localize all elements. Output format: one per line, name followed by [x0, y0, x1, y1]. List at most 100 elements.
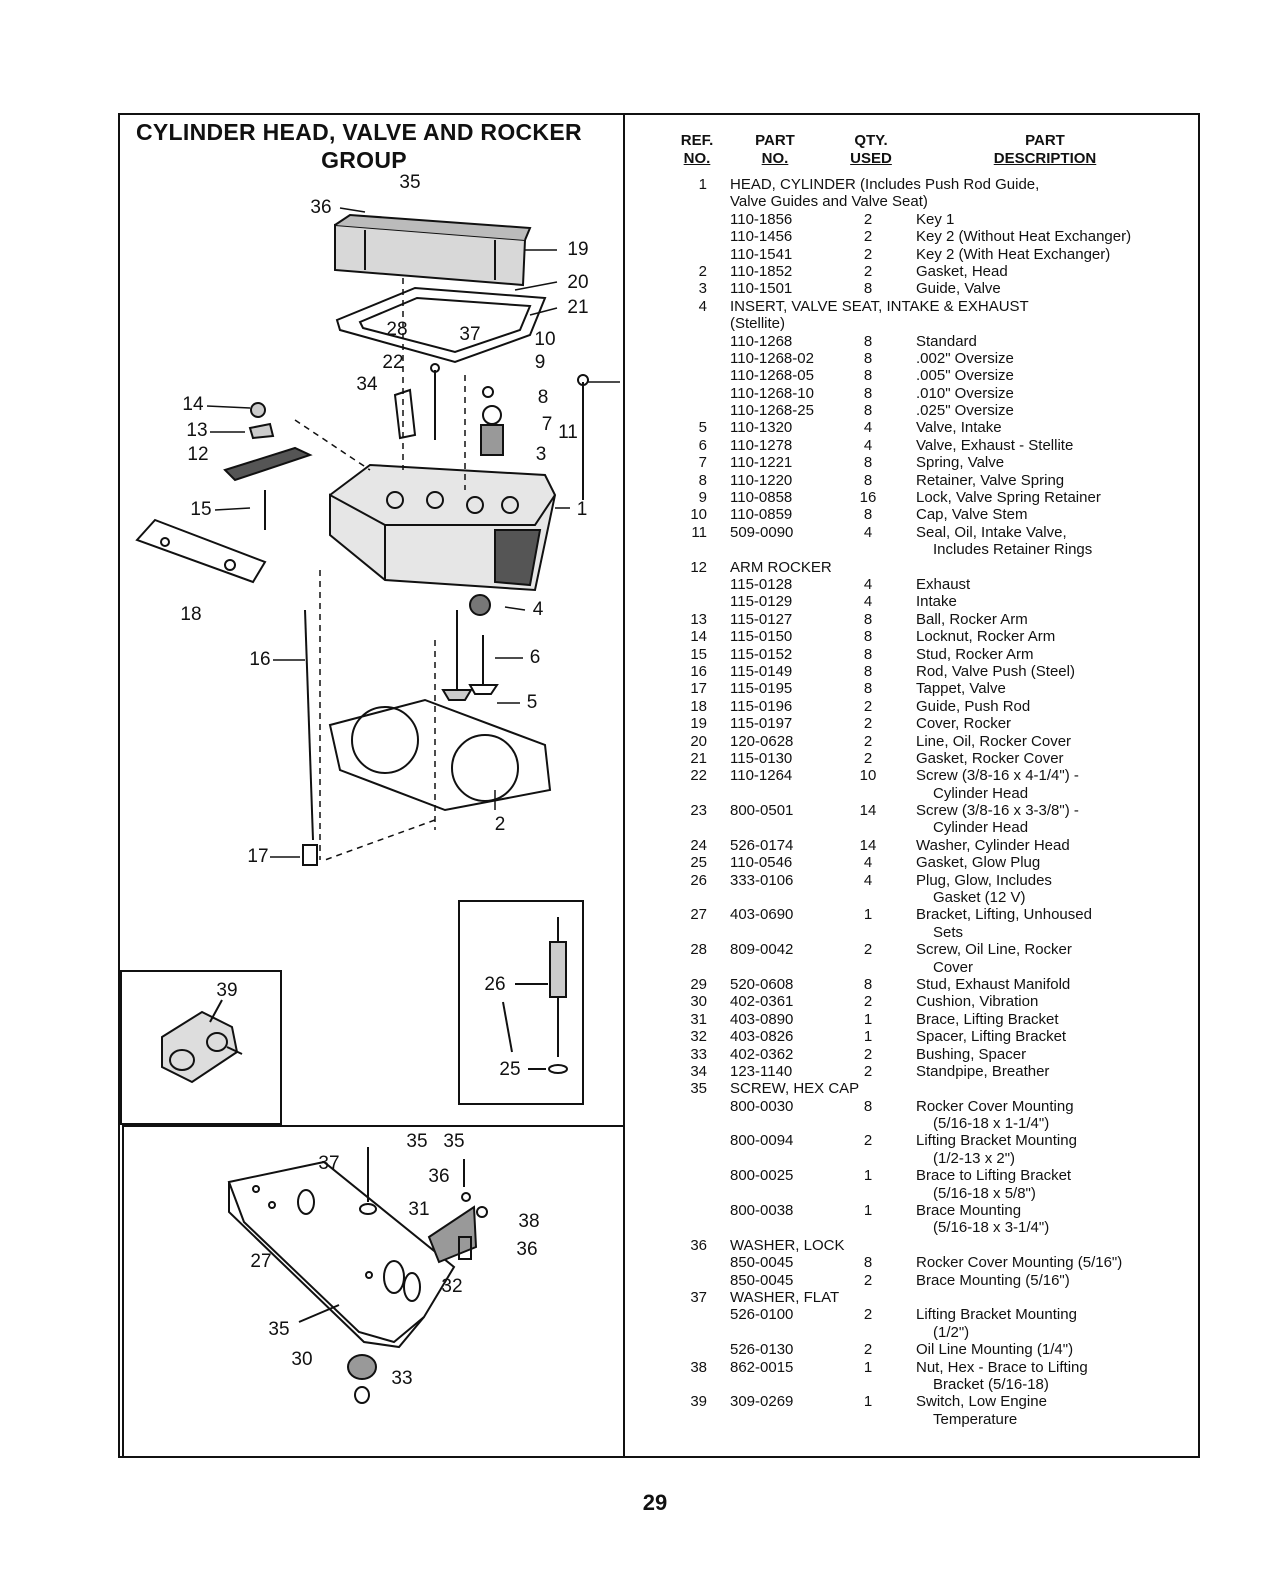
ref-number: 38 [690, 1358, 707, 1376]
part-description: Intake [916, 593, 957, 611]
callout-20: 20 [567, 272, 588, 293]
part-description: Valve, Exhaust - Stellite [916, 436, 1074, 454]
part-description: Brace Mounting (5/16") [916, 1271, 1070, 1289]
part-description: .010" Oversize [916, 384, 1014, 402]
part-number: 110-1456 [730, 228, 793, 246]
part-description: Washer, Cylinder Head [916, 836, 1070, 854]
part-number: 402-0362 [730, 1045, 794, 1063]
ref-number: 33 [690, 1045, 707, 1063]
description-continued: Cover [933, 958, 974, 976]
part-description: Oil Line Mounting (1/4") [916, 1341, 1074, 1359]
part-number: 110-0859 [730, 506, 793, 524]
part-description: Tappet, Valve [916, 680, 1006, 698]
callout-37: 37 [459, 324, 480, 345]
callout-6: 6 [530, 647, 541, 668]
title-line-1: CYLINDER HEAD, VALVE AND ROCKER [136, 119, 582, 145]
parts-row: Sets [668, 924, 1188, 941]
part-number: 509-0090 [730, 523, 794, 541]
part-description: Cover, Rocker [916, 715, 1012, 733]
part-description: Screw, Oil Line, Rocker [916, 941, 1072, 959]
group-heading: ARM ROCKER [730, 558, 832, 576]
quantity-used: 2 [863, 1062, 873, 1080]
callout-3: 3 [536, 444, 547, 465]
quantity-used: 2 [863, 1132, 873, 1150]
parts-row: (Stellite) [668, 315, 1188, 332]
callout-16: 16 [249, 649, 270, 670]
part-description: Standard [916, 332, 977, 350]
quantity-used: 2 [863, 715, 873, 733]
diagram-callouts: 35 36 19 20 21 28 37 10 22 9 34 23 8 14 … [180, 172, 588, 867]
quantity-used: 2 [863, 228, 873, 246]
callout-11: 11 [558, 422, 578, 443]
part-number: 115-0196 [730, 697, 793, 715]
part-description: Guide, Valve [916, 280, 1001, 298]
parts-row: Cylinder Head [668, 785, 1188, 802]
part-number: 115-0195 [730, 680, 793, 698]
quantity-used: 8 [863, 402, 873, 420]
part-number: 110-1268-25 [730, 402, 814, 420]
glow-plug-drawing: 26 25 [484, 917, 568, 1080]
ref-number: 37 [690, 1289, 707, 1306]
part-number: 862-0015 [730, 1358, 794, 1376]
page-number: 29 [642, 1490, 668, 1515]
callout-35: 35 [443, 1131, 464, 1152]
ref-number: 23 [690, 802, 707, 820]
callout-36: 36 [428, 1166, 449, 1187]
description-continued: Gasket (12 V) [933, 889, 1026, 907]
page-title: CYLINDER HEAD, VALVE AND ROCKER GROUP [136, 118, 626, 174]
callout-13: 13 [186, 420, 207, 441]
quantity-used: 8 [863, 645, 873, 663]
part-description: Rod, Valve Push (Steel) [916, 662, 1075, 680]
callout-21: 21 [567, 297, 588, 318]
ref-number: 5 [698, 419, 707, 437]
ref-number: 34 [690, 1062, 707, 1080]
part-description: Screw (3/8-16 x 4-1/4") - [916, 767, 1079, 785]
part-number: 800-0025 [730, 1167, 794, 1185]
quantity-used: 8 [863, 1097, 873, 1115]
description-continued: (1/2") [933, 1323, 970, 1341]
quantity-used: 8 [863, 662, 873, 680]
callout-34: 34 [356, 374, 378, 395]
ref-number: 11 [691, 523, 707, 541]
part-description: Brace, Lifting Bracket [916, 1010, 1059, 1028]
ref-number: 36 [690, 1236, 707, 1254]
quantity-used: 1 [863, 1202, 873, 1220]
part-number: 110-1852 [730, 262, 793, 280]
part-number: 110-1220 [730, 471, 793, 489]
part-description: .002" Oversize [916, 349, 1014, 367]
part-description: Gasket, Head [916, 262, 1008, 280]
quantity-used: 4 [863, 419, 873, 437]
ref-number: 31 [690, 1010, 707, 1028]
part-description: Key 2 (Without Heat Exchanger) [916, 228, 1132, 246]
callout-35: 35 [399, 172, 420, 193]
part-description: Line, Oil, Rocker Cover [916, 732, 1072, 750]
description-continued: (5/16-18 x 3-1/4") [933, 1219, 1050, 1237]
callout-38: 38 [518, 1211, 539, 1232]
part-number: 402-0361 [730, 993, 794, 1011]
quantity-used: 8 [863, 332, 873, 350]
part-number: 115-0149 [730, 662, 793, 680]
callout-32: 32 [441, 1276, 462, 1297]
parts-row: (5/16-18 x 1-1/4") [668, 1115, 1188, 1132]
title-line-2: GROUP [321, 147, 407, 173]
group-heading: INSERT, VALVE SEAT, INTAKE & EXHAUST [730, 297, 1029, 315]
part-number: 120-0628 [730, 732, 794, 750]
part-number: 800-0501 [730, 802, 794, 820]
